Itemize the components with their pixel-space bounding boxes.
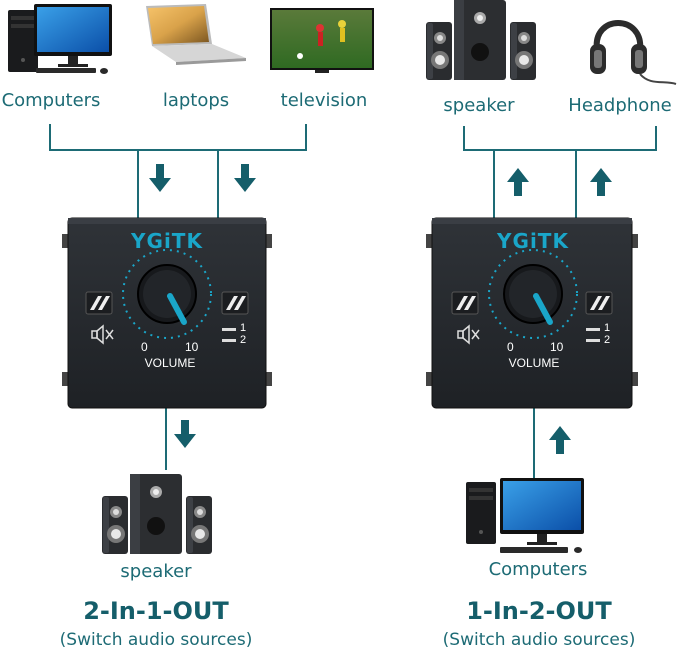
mode-subtitle-left: (Switch audio sources) bbox=[59, 630, 253, 650]
scale-min-left: 0 bbox=[141, 340, 148, 354]
volume-label-left: VOLUME bbox=[144, 356, 196, 370]
headphone-icon bbox=[590, 20, 677, 85]
port-indicator-icon bbox=[222, 328, 236, 342]
output-arrow-1-icon bbox=[507, 168, 529, 196]
brand-logo-left: YGiTK bbox=[131, 229, 203, 253]
desktop-computer-icon bbox=[466, 478, 584, 553]
label-headphone: Headphone bbox=[568, 95, 672, 116]
right-bracket-lines bbox=[463, 126, 657, 478]
mode-subtitle-right: (Switch audio sources) bbox=[442, 630, 636, 650]
output-arrow-2-icon bbox=[590, 168, 612, 196]
desktop-computer-icon bbox=[8, 4, 112, 74]
scale-min-right: 0 bbox=[507, 340, 514, 354]
mode-title-right: 1-In-2-OUT bbox=[466, 597, 612, 625]
mute-icon bbox=[91, 324, 114, 345]
label-speaker-bottom: speaker bbox=[120, 561, 192, 582]
port-1-label-left: 1 bbox=[240, 322, 247, 334]
scale-max-right: 10 bbox=[550, 340, 564, 354]
speaker-set-icon bbox=[426, 0, 536, 80]
input-arrow-2-icon bbox=[234, 164, 256, 192]
speaker-set-icon bbox=[102, 474, 212, 554]
label-computers-bottom: Computers bbox=[488, 559, 588, 580]
output-arrow-icon bbox=[174, 420, 196, 448]
port-2-label-right: 2 bbox=[604, 334, 611, 346]
switch-device-left bbox=[62, 217, 272, 409]
label-computers: Computers bbox=[1, 90, 101, 111]
input-arrow-1-icon bbox=[149, 164, 171, 192]
left-bracket-lines bbox=[49, 124, 307, 470]
television-icon bbox=[270, 8, 374, 73]
volume-label-right: VOLUME bbox=[508, 356, 560, 370]
input-arrow-icon bbox=[549, 426, 571, 454]
port-1-label-right: 1 bbox=[604, 322, 611, 334]
label-television: television bbox=[280, 90, 368, 111]
label-speaker-top: speaker bbox=[443, 95, 515, 116]
scale-max-left: 10 bbox=[185, 340, 199, 354]
port-indicator-icon bbox=[586, 328, 600, 342]
port-2-label-left: 2 bbox=[240, 334, 247, 346]
mute-icon bbox=[457, 324, 480, 345]
label-laptops: laptops bbox=[162, 90, 230, 111]
mode-title-left: 2-In-1-OUT bbox=[83, 597, 229, 625]
brand-logo-right: YGiTK bbox=[497, 229, 569, 253]
switch-device-right bbox=[426, 217, 638, 409]
laptop-icon bbox=[146, 4, 246, 65]
